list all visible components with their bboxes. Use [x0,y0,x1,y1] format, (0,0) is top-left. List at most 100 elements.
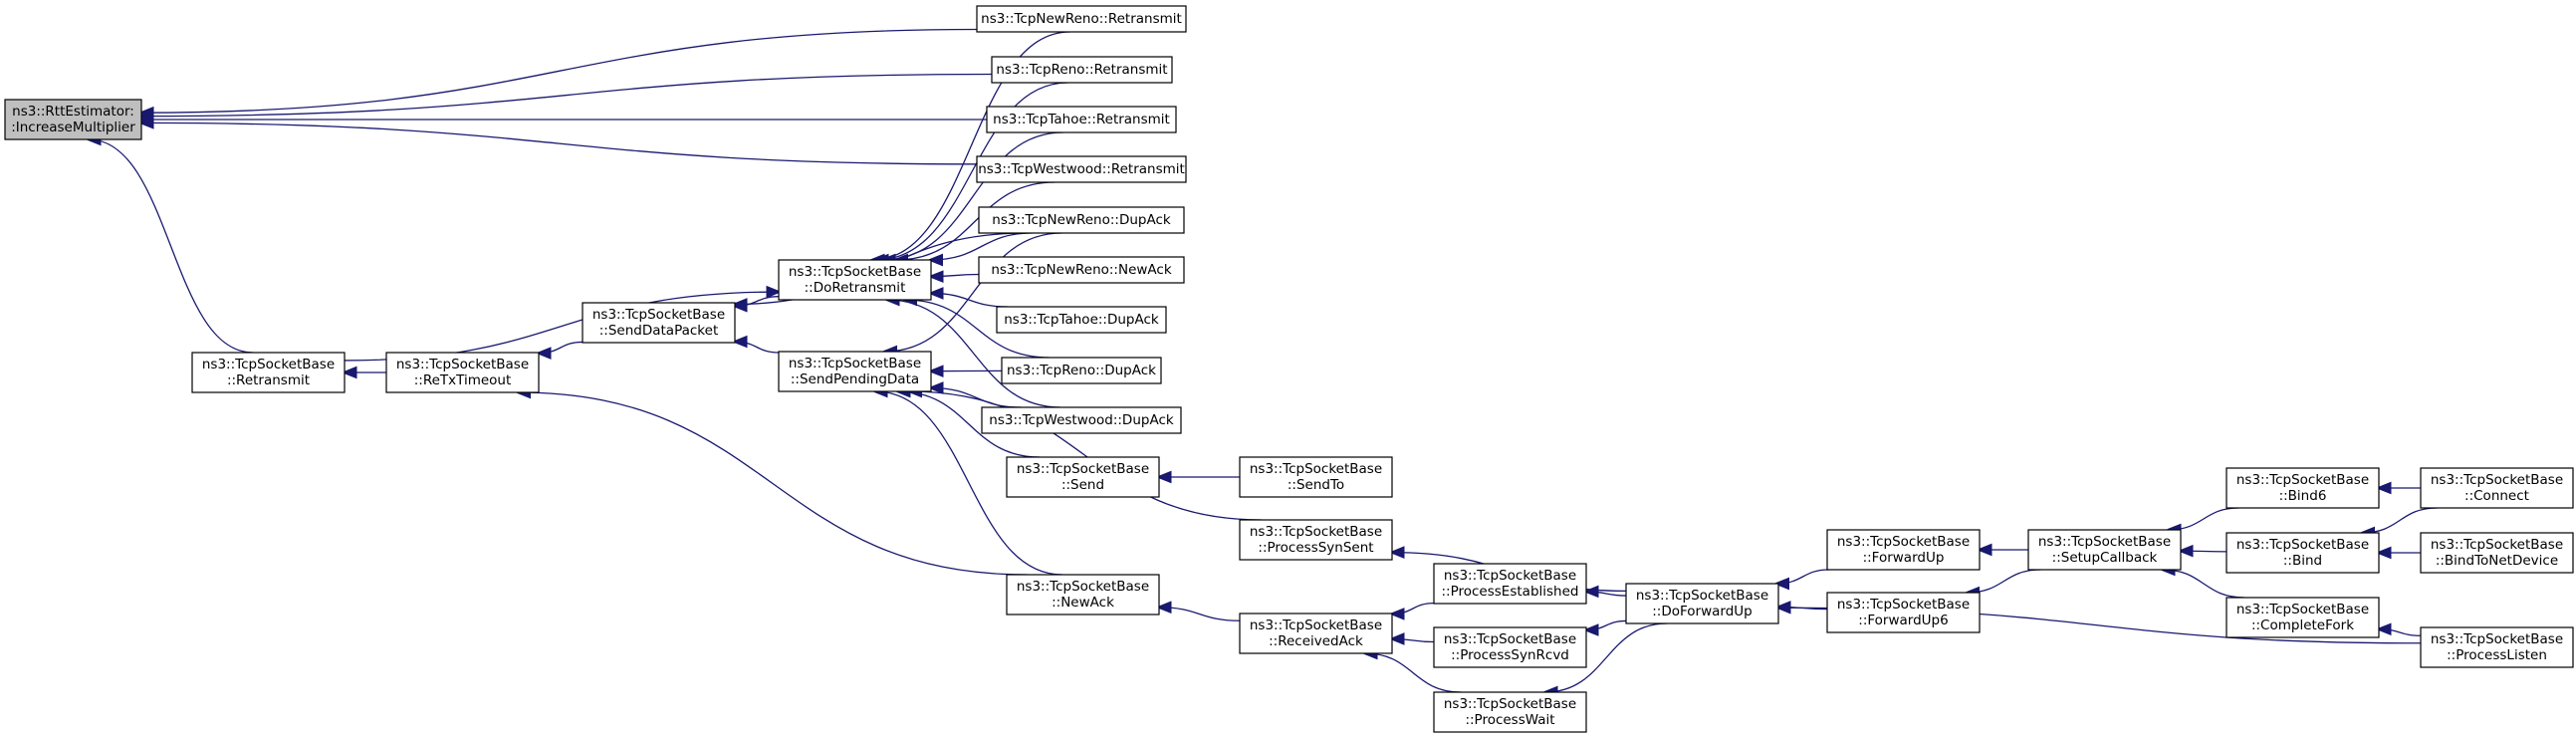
node-reno-dupack[interactable]: ns3::TcpReno::DupAck [1001,357,1162,384]
node-tsb-retxtimeout[interactable]: ns3::TcpSocketBase::ReTxTimeout [385,352,540,393]
node-label-line: ::CompleteFork [2251,617,2354,633]
node-tsb-forwardup6[interactable]: ns3::TcpSocketBase::ForwardUp6 [1826,592,1981,633]
node-box [991,56,1173,84]
node-newreno-dupack[interactable]: ns3::TcpNewReno::DupAck [978,206,1185,234]
node-tsb-newack[interactable]: ns3::TcpSocketBase::NewAck [1006,574,1160,615]
node-tsb-bindtonetdevice[interactable]: ns3::TcpSocketBase::BindToNetDevice [2420,532,2574,574]
node-label-line: ns3::TcpReno::Retransmit [996,62,1167,78]
node-label-line: ns3::TcpWestwood::Retransmit [978,161,1185,177]
node-tsb-sendto[interactable]: ns3::TcpSocketBase::SendTo [1239,456,1393,498]
node-tsb-doretransmit[interactable]: ns3::TcpSocketBase::DoRetransmit [778,259,932,301]
edge-tsb_processlisten-to-tsb_completefork [2379,629,2422,636]
node-reno-retransmit[interactable]: ns3::TcpReno::Retransmit [991,56,1173,84]
node-newreno-newack[interactable]: ns3::TcpNewReno::NewAck [978,256,1185,284]
edge-tahoe_retransmit-to-tsb_doretransmit [883,131,1063,260]
node-label-line: ns3::TcpSocketBase [2236,537,2369,553]
node-label-line: ns3::TcpWestwood::DupAck [989,412,1174,428]
edge-westwood_dupack-to-tsb_doretransmit [887,300,1061,408]
node-label-line: ::ProcessSynRcvd [1451,647,1569,663]
node-box [2420,532,2574,574]
edge-line [518,392,1028,576]
node-tsb-setupcallback[interactable]: ns3::TcpSocketBase::SetupCallback [2027,529,2182,571]
node-label-line: ns3::TcpSocketBase [396,357,529,372]
node-tsb-processsynsent[interactable]: ns3::TcpSocketBase::ProcessSynSent [1239,519,1393,561]
edge-line [1392,638,1435,641]
node-tahoe-retransmit[interactable]: ns3::TcpTahoe::Retransmit [986,106,1177,133]
node-tsb-completefork[interactable]: ns3::TcpSocketBase::CompleteFork [2225,597,2380,638]
edge-line [1586,592,1627,596]
edge-line [89,139,254,354]
node-label-line: ::Bind [2283,553,2322,569]
node-label-line: ns3::TcpSocketBase [1636,588,1768,604]
node-box [778,351,932,392]
node-tsb-connect[interactable]: ns3::TcpSocketBase::Connect [2420,467,2574,509]
node-tsb-bind6[interactable]: ns3::TcpSocketBase::Bind6 [2225,467,2380,509]
node-tsb-processestablished[interactable]: ns3::TcpSocketBase::ProcessEstablished [1433,563,1587,605]
edge-newreno_dupack-to-tsb_doretransmit [930,232,1033,260]
node-label-line: ns3::TcpSocketBase [2236,472,2369,488]
node-tsb-processsynrcvd[interactable]: ns3::TcpSocketBase::ProcessSynRcvd [1433,626,1587,668]
node-box [2420,467,2574,509]
node-box [978,206,1185,234]
node-tsb-bind[interactable]: ns3::TcpSocketBase::Bind [2225,532,2380,574]
node-tsb-sendpendingdata[interactable]: ns3::TcpSocketBase::SendPendingData [778,351,932,392]
edge-line [887,300,1061,408]
node-westwood-retransmit[interactable]: ns3::TcpWestwood::Retransmit [976,155,1187,183]
edge-tsb_senddatapacket-to-tsb_retxtimeout [539,341,584,353]
node-label-line: ns3::RttEstimator: [12,104,134,120]
edge-line [931,275,980,277]
node-box [2420,626,2574,668]
node-box [976,5,1187,33]
node-label-line: ::ProcessWait [1465,712,1554,728]
edge-line [2363,507,2438,533]
node-tsb-forwardup[interactable]: ns3::TcpSocketBase::ForwardUp [1826,529,1981,571]
edge-tsb_completefork-to-tsb_setupcallback [2163,570,2244,599]
node-westwood-dupack[interactable]: ns3::TcpWestwood::DupAck [981,406,1182,434]
edge-line [2379,629,2422,636]
node-label-line: ::Retransmit [227,372,310,388]
node-tahoe-dupack[interactable]: ns3::TcpTahoe::DupAck [996,306,1167,334]
edge-line [1159,608,1241,621]
node-box [778,259,932,301]
node-label-line: ns3::TcpSocketBase [1444,696,1576,712]
node-tsb-doforwardup[interactable]: ns3::TcpSocketBase::DoForwardUp [1625,583,1779,624]
edge-line [909,391,1262,521]
node-label-line: ns3::TcpSocketBase [2236,602,2369,617]
edge-newreno_newack-to-tsb_doretransmit [931,275,980,277]
node-tsb-receivedack[interactable]: ns3::TcpSocketBase::ReceivedAck [1239,613,1393,654]
edge-tsb_retransmit-to-root [89,139,254,354]
node-label-line: ns3::TcpReno::DupAck [1007,363,1156,378]
node-tsb-send[interactable]: ns3::TcpSocketBase::Send [1006,456,1160,498]
node-label-line: ns3::TcpSocketBase [2431,472,2563,488]
edge-westwood_retransmit-to-root [141,123,978,165]
node-tsb-senddatapacket[interactable]: ns3::TcpSocketBase::SendDataPacket [582,302,736,344]
edge-tsb_newack-to-tsb_retxtimeout [518,392,1028,576]
edge-tsb_receivedack-to-tsb_newack [1159,608,1241,621]
edge-line [2163,570,2244,599]
edge-tsb_doforwardup-to-tsb_processestablished [1586,592,1627,596]
node-label-line: ::BindToNetDevice [2436,553,2558,569]
node-label-line: ns3::TcpSocketBase [1837,597,1970,613]
edge-line [141,73,993,116]
node-newreno-retransmit[interactable]: ns3::TcpNewReno::Retransmit [976,5,1187,33]
node-box [1433,563,1587,605]
node-label-line: ::DoForwardUp [1652,604,1753,619]
edge-line [1392,602,1435,615]
node-box [1239,456,1393,498]
node-box [4,99,142,140]
node-label-line: ns3::TcpSocketBase [1444,568,1576,584]
node-label-line: ns3::TcpSocketBase [1837,534,1970,550]
edge-tsb_processsynsent-to-tsb_sendpendingdata [909,391,1262,521]
edge-newreno_retransmit-to-root [141,28,978,113]
node-label-line: ::SendDataPacket [599,323,719,339]
edge-line [875,391,1063,576]
node-tsb-retransmit[interactable]: ns3::TcpSocketBase::Retransmit [191,352,346,393]
edge-line [1545,622,1668,692]
edge-line [539,341,584,353]
node-label-line: ns3::TcpTahoe::Retransmit [993,112,1170,127]
node-root[interactable]: ns3::RttEstimator::IncreaseMultiplier [4,99,142,140]
node-tsb-processlisten[interactable]: ns3::TcpSocketBase::ProcessListen [2420,626,2574,668]
node-tsb-processwait[interactable]: ns3::TcpSocketBase::ProcessWait [1433,691,1587,733]
node-label-line: ::SetupCallback [2052,550,2158,566]
edge-line [1968,569,2041,593]
